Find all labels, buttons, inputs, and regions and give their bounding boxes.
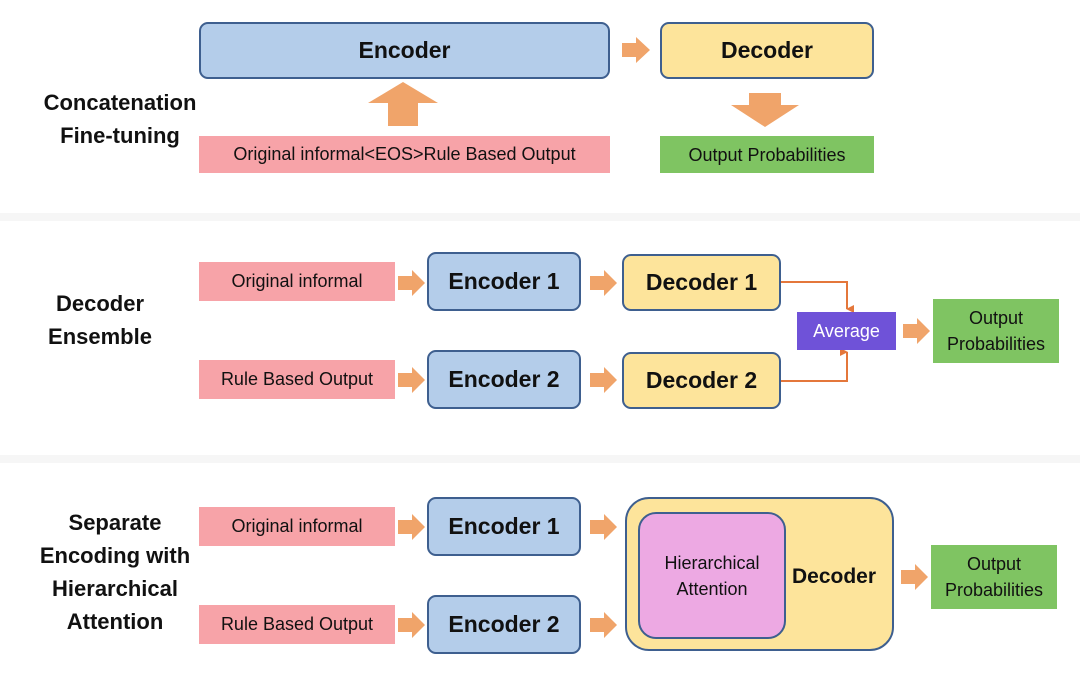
decoder-label: Decoder [792, 565, 877, 588]
arrow-input-to-encoder [368, 82, 438, 126]
encoder-box: Encoder [199, 22, 610, 79]
encoder-2-box: Encoder 2 [427, 595, 581, 654]
arrow-encoder-to-decoder [622, 37, 650, 63]
decoder-1-box: Decoder 1 [622, 254, 781, 311]
average-box: Average [797, 312, 896, 350]
arrow-encoder1-to-decoder [590, 514, 617, 540]
arrow-encoder2-to-decoder [590, 612, 617, 638]
encoder-2-box: Encoder 2 [427, 350, 581, 409]
arrow-average-to-output [903, 318, 930, 344]
arrow-encoder2-to-decoder2 [590, 367, 617, 393]
original-informal-input-box: Original informal [199, 507, 395, 546]
decoder-2-box: Decoder 2 [622, 352, 781, 409]
section-label-hierarchical: Separate Encoding with Hierarchical Atte… [39, 510, 191, 634]
original-informal-input-box: Original informal [199, 262, 395, 301]
arrow-input1-to-encoder1 [398, 514, 425, 540]
output-probabilities-box: Output Probabilities [933, 299, 1059, 363]
arrow-encoder1-to-decoder1 [590, 270, 617, 296]
connector-decoder1-to-average [781, 281, 854, 313]
connector-decoder2-to-average [781, 348, 848, 382]
arrow-input2-to-encoder2 [398, 367, 425, 393]
rule-based-output-input-box: Rule Based Output [199, 360, 395, 399]
section-divider [0, 455, 1080, 463]
concatenated-input-box: Original informal<EOS>Rule Based Output [199, 136, 610, 173]
arrow-input1-to-encoder1 [398, 270, 425, 296]
encoder-1-box: Encoder 1 [427, 497, 581, 556]
section-divider [0, 213, 1080, 221]
arrow-decoder-to-output [901, 564, 928, 590]
output-probabilities-box: Output Probabilities [931, 545, 1057, 609]
arrow-decoder-to-output [731, 93, 799, 127]
section-label-concatenation: Concatenation Fine-tuning [43, 90, 197, 148]
decoder-box: Decoder [660, 22, 874, 79]
output-probabilities-box: Output Probabilities [660, 136, 874, 173]
arrow-input2-to-encoder2 [398, 612, 425, 638]
section-label-ensemble: Decoder Ensemble [48, 291, 152, 349]
encoder-1-box: Encoder 1 [427, 252, 581, 311]
rule-based-output-input-box: Rule Based Output [199, 605, 395, 644]
hierarchical-attention-box: Hierarchical Attention [638, 512, 786, 639]
